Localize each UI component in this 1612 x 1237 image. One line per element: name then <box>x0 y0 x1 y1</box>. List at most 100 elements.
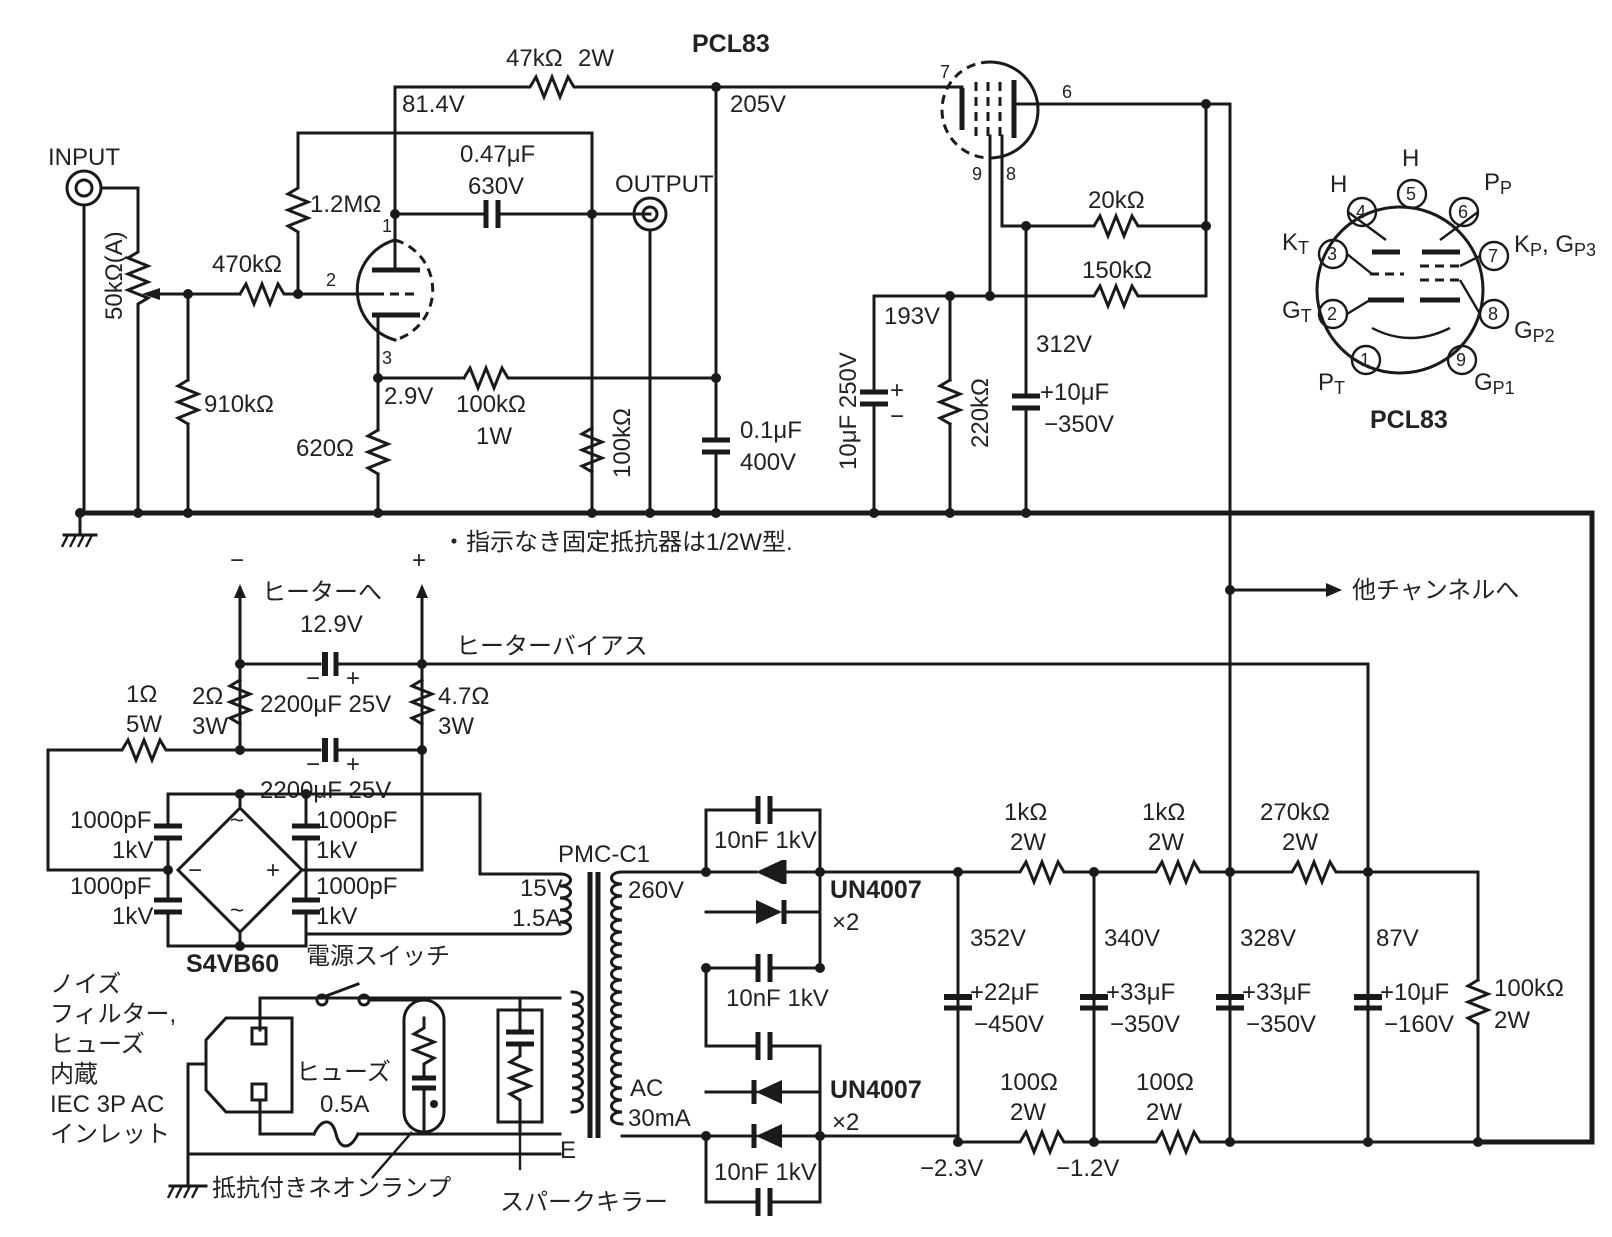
ac-label: AC <box>630 1075 663 1102</box>
pinout-n4: 4 <box>1356 202 1366 222</box>
r-20k-label: 20kΩ <box>1088 187 1145 214</box>
pentode-pin7: 7 <box>940 62 950 82</box>
c-047-label-b: 630V <box>468 173 524 200</box>
r-270k-label-a: 270kΩ <box>1260 799 1330 826</box>
cathode-network <box>363 338 718 515</box>
pinout-pt-sub: T <box>1334 378 1345 398</box>
tube-top-label: PCL83 <box>692 30 770 58</box>
pinout-kt: KT <box>1282 229 1309 258</box>
c-2200-1-plus: + <box>346 665 360 692</box>
c-1000-3-label-b: 1kV <box>316 837 357 864</box>
inlet-label-6: インレット <box>50 1121 170 1148</box>
c-1000-4-label-a: 1000pF <box>316 873 397 900</box>
v-129-label: 12.9V <box>300 611 363 638</box>
to-heater-label: ヒーターへ <box>262 579 382 606</box>
e-label: E <box>560 1137 576 1164</box>
v-m23-label: −2.3V <box>920 1155 983 1182</box>
r-1k-2-label-b: 2W <box>1148 829 1184 856</box>
pinout-pins <box>1317 178 1510 376</box>
junction-dots-bottom <box>163 585 1483 1147</box>
c-10-250-label: 10μF 250V <box>835 352 862 470</box>
bridge-plus: + <box>266 857 280 884</box>
v-15-label: 15V <box>520 875 563 902</box>
pentode-tube <box>940 60 1232 298</box>
r-100k-1w-label-a: 100kΩ <box>456 391 526 418</box>
pinout-gp2: GP2 <box>1514 317 1555 346</box>
inlet-label-2: フィルター, <box>50 1001 176 1028</box>
output-label: OUTPUT <box>615 171 714 198</box>
resistor-20k <box>1000 211 1208 241</box>
pinout-kt-main: K <box>1282 229 1298 256</box>
neon-label: 抵抗付きネオンランプ <box>212 1175 451 1202</box>
c-2200-1-minus: − <box>306 665 320 692</box>
note-resistors: ・指示なき固定抵抗器は1/2W型. <box>442 529 793 556</box>
inlet-label-5: IEC 3P AC <box>50 1091 164 1118</box>
r-1-label-a: 1Ω <box>126 681 157 708</box>
pinout-title: PCL83 <box>1370 406 1448 434</box>
c-22-label-a: +22μF <box>970 979 1039 1006</box>
r-910k-label: 910kΩ <box>204 391 274 418</box>
un4007-1-label: UN4007 <box>830 876 922 904</box>
pinout-pp-main: P <box>1484 169 1500 196</box>
inlet-label-4: 内蔵 <box>50 1061 98 1088</box>
resistor-1 <box>46 735 242 872</box>
c-10-250-plus: + <box>890 377 904 404</box>
input-label: INPUT <box>48 144 120 171</box>
pinout-kp-main: K <box>1514 231 1530 258</box>
pinout-kp-sub: P <box>1530 240 1542 260</box>
pentode-pin8: 8 <box>1006 164 1016 184</box>
input-jack <box>65 169 140 515</box>
pmc-label: PMC-C1 <box>558 841 650 868</box>
c-10-350-label-b: −350V <box>1044 411 1114 438</box>
power-switch-label: 電源スイッチ <box>306 943 450 970</box>
pinout-gp2-sub: P2 <box>1533 326 1555 346</box>
bridge-ac-bottom-icon: ~ <box>230 897 244 924</box>
resistor-470k <box>237 279 342 309</box>
triode-pin2: 2 <box>326 270 336 290</box>
r-100-2-label-b: 2W <box>1146 1099 1182 1126</box>
inlet-label-3: ヒューズ <box>50 1031 145 1058</box>
arrow-right-icon <box>1326 583 1342 597</box>
screen-network <box>860 224 1040 515</box>
v-29-label: 2.9V <box>384 383 433 410</box>
a-15-label: 1.5A <box>512 905 561 932</box>
pinout-h2: H <box>1402 145 1419 172</box>
r-100k-2w-label-a: 100kΩ <box>1494 975 1564 1002</box>
pinout-gt: GT <box>1282 297 1312 326</box>
r-1k-1-label-b: 2W <box>1010 829 1046 856</box>
pinout-n9: 9 <box>1456 350 1466 370</box>
c-33-1-label-b: −350V <box>1110 1011 1180 1038</box>
heater-minus: − <box>230 547 244 574</box>
c-10n-2-label: 10nF 1kV <box>726 985 829 1012</box>
c-33-2-label-a: +33μF <box>1242 979 1311 1006</box>
c-10n-1-label: 10nF 1kV <box>714 827 817 854</box>
bridge-minus: − <box>188 857 202 884</box>
inlet-label-1: ノイズ <box>50 971 121 998</box>
pinout-n1: 1 <box>1360 350 1370 370</box>
resistor-47k <box>393 72 950 215</box>
output-jack <box>632 196 668 515</box>
c-2200-1-label: 2200μF 25V <box>260 691 391 718</box>
pinout-gp1: GP1 <box>1474 369 1515 398</box>
bridge-ac-top-icon: ~ <box>230 807 244 834</box>
r-1k-1-label-a: 1kΩ <box>1004 799 1047 826</box>
bridge-label: S4VB60 <box>186 950 279 978</box>
c-01-label-a: 0.1μF <box>740 417 802 444</box>
power-supply-section: − + ヒーターへ 12.9V ヒーターバイアス − + 2200μF 25V … <box>46 547 1564 1216</box>
c-1000-3-label-a: 1000pF <box>316 807 397 834</box>
c-33-2-label-b: −350V <box>1246 1011 1316 1038</box>
pinout-kt-sub: T <box>1298 238 1309 258</box>
junction-dots-top <box>75 82 1211 518</box>
c-2200-2-plus: + <box>346 751 360 778</box>
triode-pin1: 1 <box>382 216 392 236</box>
v-81-label: 81.4V <box>402 91 465 118</box>
c-1000-4-label-b: 1kV <box>316 903 357 930</box>
v-193-label: 193V <box>884 303 940 330</box>
pinout-pt: PT <box>1318 369 1345 398</box>
r-2-label-b: 3W <box>192 713 228 740</box>
r-620-label: 620Ω <box>296 435 354 462</box>
r-270k-label-b: 2W <box>1282 829 1318 856</box>
c-01-label-b: 400V <box>740 449 796 476</box>
capacitor-01 <box>702 85 730 515</box>
